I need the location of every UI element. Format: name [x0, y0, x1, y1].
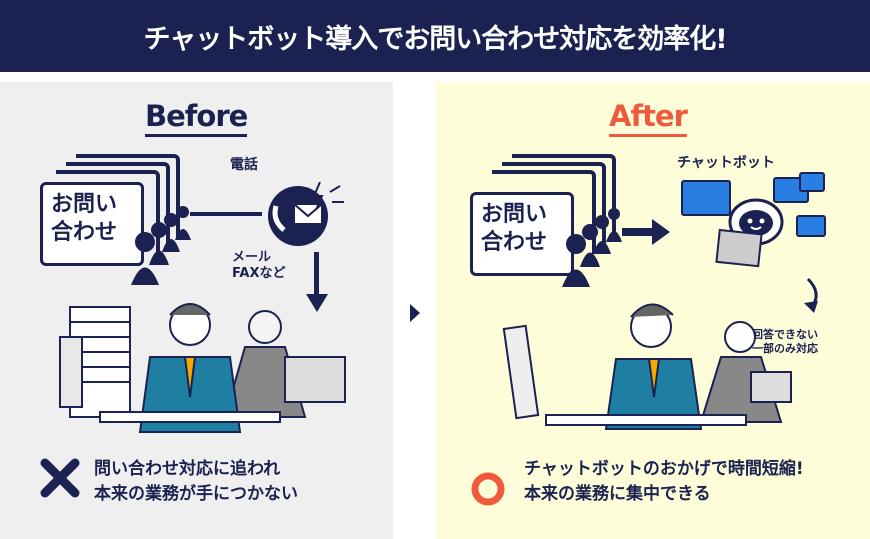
down-arrow-icon: [306, 252, 328, 312]
chatbot-robot-icon: [715, 198, 784, 268]
mail-label: メール: [232, 250, 272, 265]
chatbot-label: チャットボット: [677, 155, 775, 171]
inquiry-card: お問い合わせ: [40, 182, 144, 266]
card-text: 合わせ: [481, 230, 548, 255]
right-arrow-icon: [622, 219, 670, 245]
queue-people-icon: [562, 208, 622, 287]
after-result-text: チャットボットのおかげで時間短縮! 本来の業務に集中できる: [524, 457, 804, 507]
after-title: After: [609, 98, 688, 137]
focused-workers-illustration: [502, 303, 792, 430]
chat-bubble: [799, 172, 825, 192]
card-text: お問い: [51, 192, 118, 217]
note-line: 回答できない: [752, 328, 818, 341]
before-title: Before: [145, 98, 248, 137]
busy-workers-illustration: [59, 303, 346, 433]
curved-arrow-icon: [804, 277, 818, 313]
queue-people-icon: [131, 206, 191, 285]
result-line: 本来の業務が手につかない: [94, 484, 298, 504]
stacked-card: [56, 170, 160, 254]
phone-mail-icon: [268, 182, 344, 246]
stacked-card: [66, 162, 170, 246]
cross-mark-icon: [40, 458, 80, 498]
before-result-text: 問い合わせ対応に追われ本来の業務が手につかない: [94, 457, 298, 507]
stacked-card: [492, 170, 596, 254]
stacked-card: [76, 154, 180, 238]
circle-mark-icon: [471, 472, 505, 506]
result-line: 本来の業務に集中できる: [524, 484, 711, 504]
connector-line: [190, 212, 262, 216]
result-line: チャットボットのおかげで時間短縮!: [524, 459, 804, 479]
partial-response-note: 回答できない一部のみ対応: [752, 328, 818, 356]
after-panel: After お問い合わせ チャットボット 回答できない一部のみ対応 チャットボッ…: [436, 82, 870, 539]
fax-label: FAXなど: [232, 266, 286, 281]
result-line: 問い合わせ対応に追われ: [94, 459, 281, 479]
chat-bubble: [796, 215, 826, 237]
header-banner: チャットボット導入でお問い合わせ対応を効率化!: [0, 0, 870, 72]
next-arrow-icon: [410, 304, 420, 322]
phone-label: 電話: [230, 157, 258, 173]
card-text: 合わせ: [51, 220, 118, 245]
stacked-card: [512, 154, 616, 238]
inquiry-card: お問い合わせ: [470, 192, 574, 276]
page-title: チャットボット導入でお問い合わせ対応を効率化!: [143, 23, 727, 55]
stacked-card: [502, 162, 606, 246]
note-line: 一部のみ対応: [752, 342, 818, 355]
chat-bubble: [681, 180, 731, 216]
card-text: お問い: [481, 202, 548, 227]
